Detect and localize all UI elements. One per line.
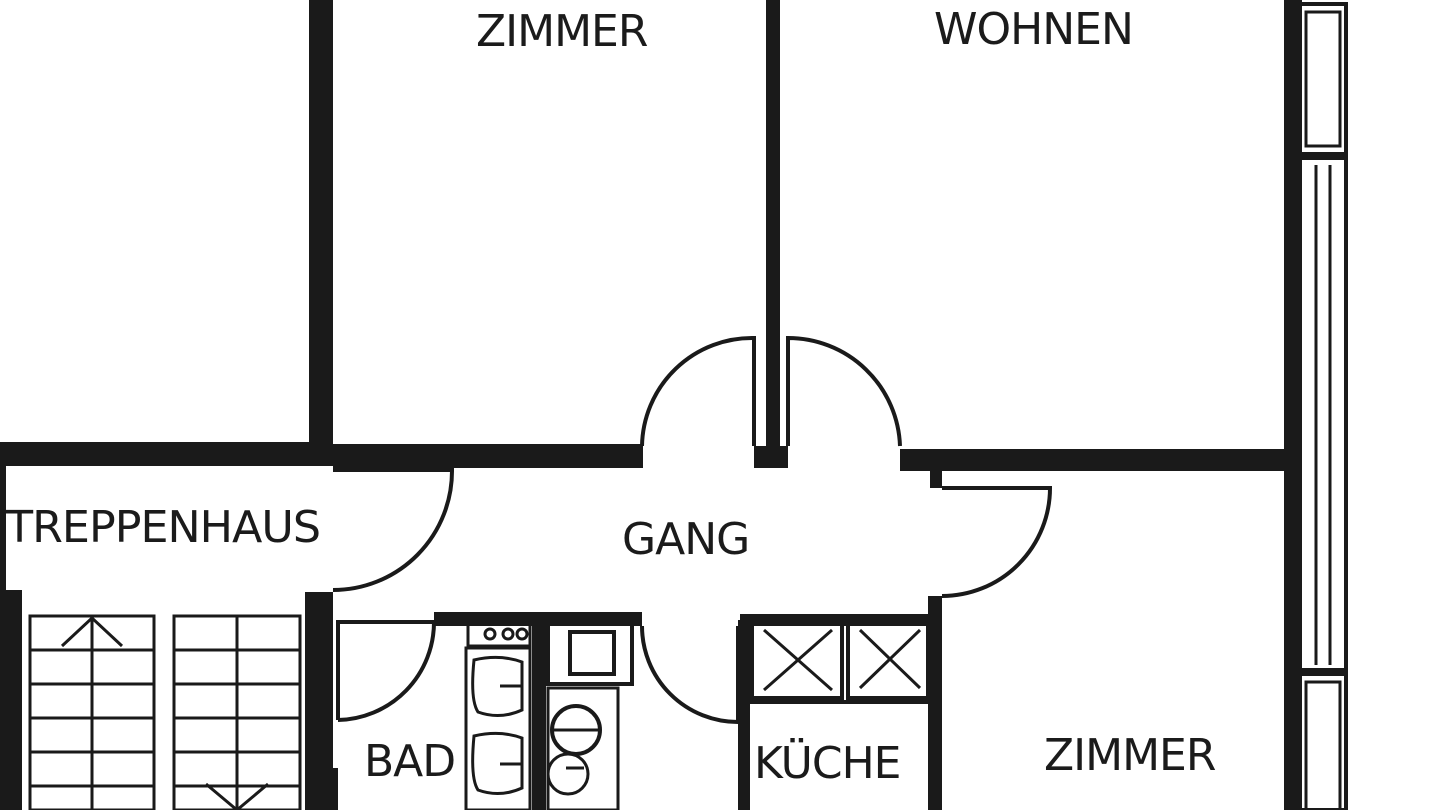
wall-post bbox=[930, 466, 942, 488]
doors bbox=[332, 335, 1053, 724]
washbasin-1 bbox=[471, 655, 524, 717]
stair-arrow-up bbox=[60, 615, 124, 648]
label-zimmer-top: ZIMMER bbox=[476, 6, 648, 57]
bath-shelf bbox=[466, 620, 532, 648]
wall-bad-divider bbox=[532, 620, 546, 810]
window-strip bbox=[1296, 2, 1348, 810]
label-gang: GANG bbox=[622, 514, 749, 565]
wall-center-stub bbox=[754, 446, 788, 468]
label-wohnen: WOHNEN bbox=[934, 4, 1133, 55]
bathtub bbox=[464, 646, 532, 810]
sink-icon bbox=[546, 752, 590, 796]
bathroom-fixtures bbox=[464, 620, 532, 810]
door-kueche bbox=[640, 625, 739, 724]
tap-icon bbox=[515, 627, 529, 641]
door-treppenhaus bbox=[332, 468, 455, 592]
cabinet-1-x bbox=[763, 628, 833, 692]
window-frame-bottom bbox=[1296, 672, 1348, 810]
stairs bbox=[28, 614, 302, 810]
wall-treppenhaus-bad bbox=[305, 592, 333, 810]
wall-wohnen-bottom bbox=[900, 449, 1290, 471]
window-frame-middle bbox=[1296, 156, 1348, 672]
wall-left-vertical bbox=[309, 0, 333, 466]
cabinet-2-x bbox=[858, 628, 922, 690]
stair-arrow-down bbox=[205, 782, 269, 810]
label-treppenhaus: TREPPENHAUS bbox=[5, 502, 320, 553]
washbasin-2 bbox=[471, 731, 524, 795]
kitchen-unit bbox=[546, 620, 634, 686]
wall-kueche-zimmer bbox=[928, 596, 942, 810]
window-inner-top bbox=[1304, 10, 1342, 148]
kitchen-cabinets bbox=[748, 620, 930, 704]
label-zimmer-bottom: ZIMMER bbox=[1044, 730, 1216, 781]
label-bad: BAD bbox=[364, 736, 455, 787]
wall-misc bbox=[330, 768, 338, 810]
wall-kueche-left bbox=[738, 620, 750, 810]
wall-treppenhaus-left bbox=[0, 590, 22, 810]
wall-center-vertical bbox=[766, 0, 780, 466]
window-frame-top bbox=[1296, 2, 1348, 156]
wall-zimmer-bottom bbox=[333, 444, 643, 468]
label-kueche: KÜCHE bbox=[754, 737, 901, 789]
cabinet-1 bbox=[750, 620, 844, 700]
door-wohnen bbox=[786, 335, 902, 447]
door-zimmer-top bbox=[640, 335, 756, 447]
tap-icon bbox=[501, 627, 515, 641]
wall-treppenhaus-left-top bbox=[0, 442, 6, 592]
door-bad bbox=[336, 620, 437, 722]
wall-treppenhaus-top bbox=[0, 442, 333, 466]
kitchen-appliances bbox=[546, 620, 634, 810]
stove-icon bbox=[568, 630, 616, 676]
room-labels: ZIMMER WOHNEN TREPPENHAUS GANG BAD KÜCHE… bbox=[5, 4, 1217, 789]
door-zimmer-bottom bbox=[941, 486, 1053, 598]
kitchen-counter bbox=[546, 686, 620, 810]
cabinet-2 bbox=[846, 620, 930, 700]
window-inner-bottom bbox=[1304, 680, 1342, 810]
tap-icon bbox=[483, 627, 497, 641]
